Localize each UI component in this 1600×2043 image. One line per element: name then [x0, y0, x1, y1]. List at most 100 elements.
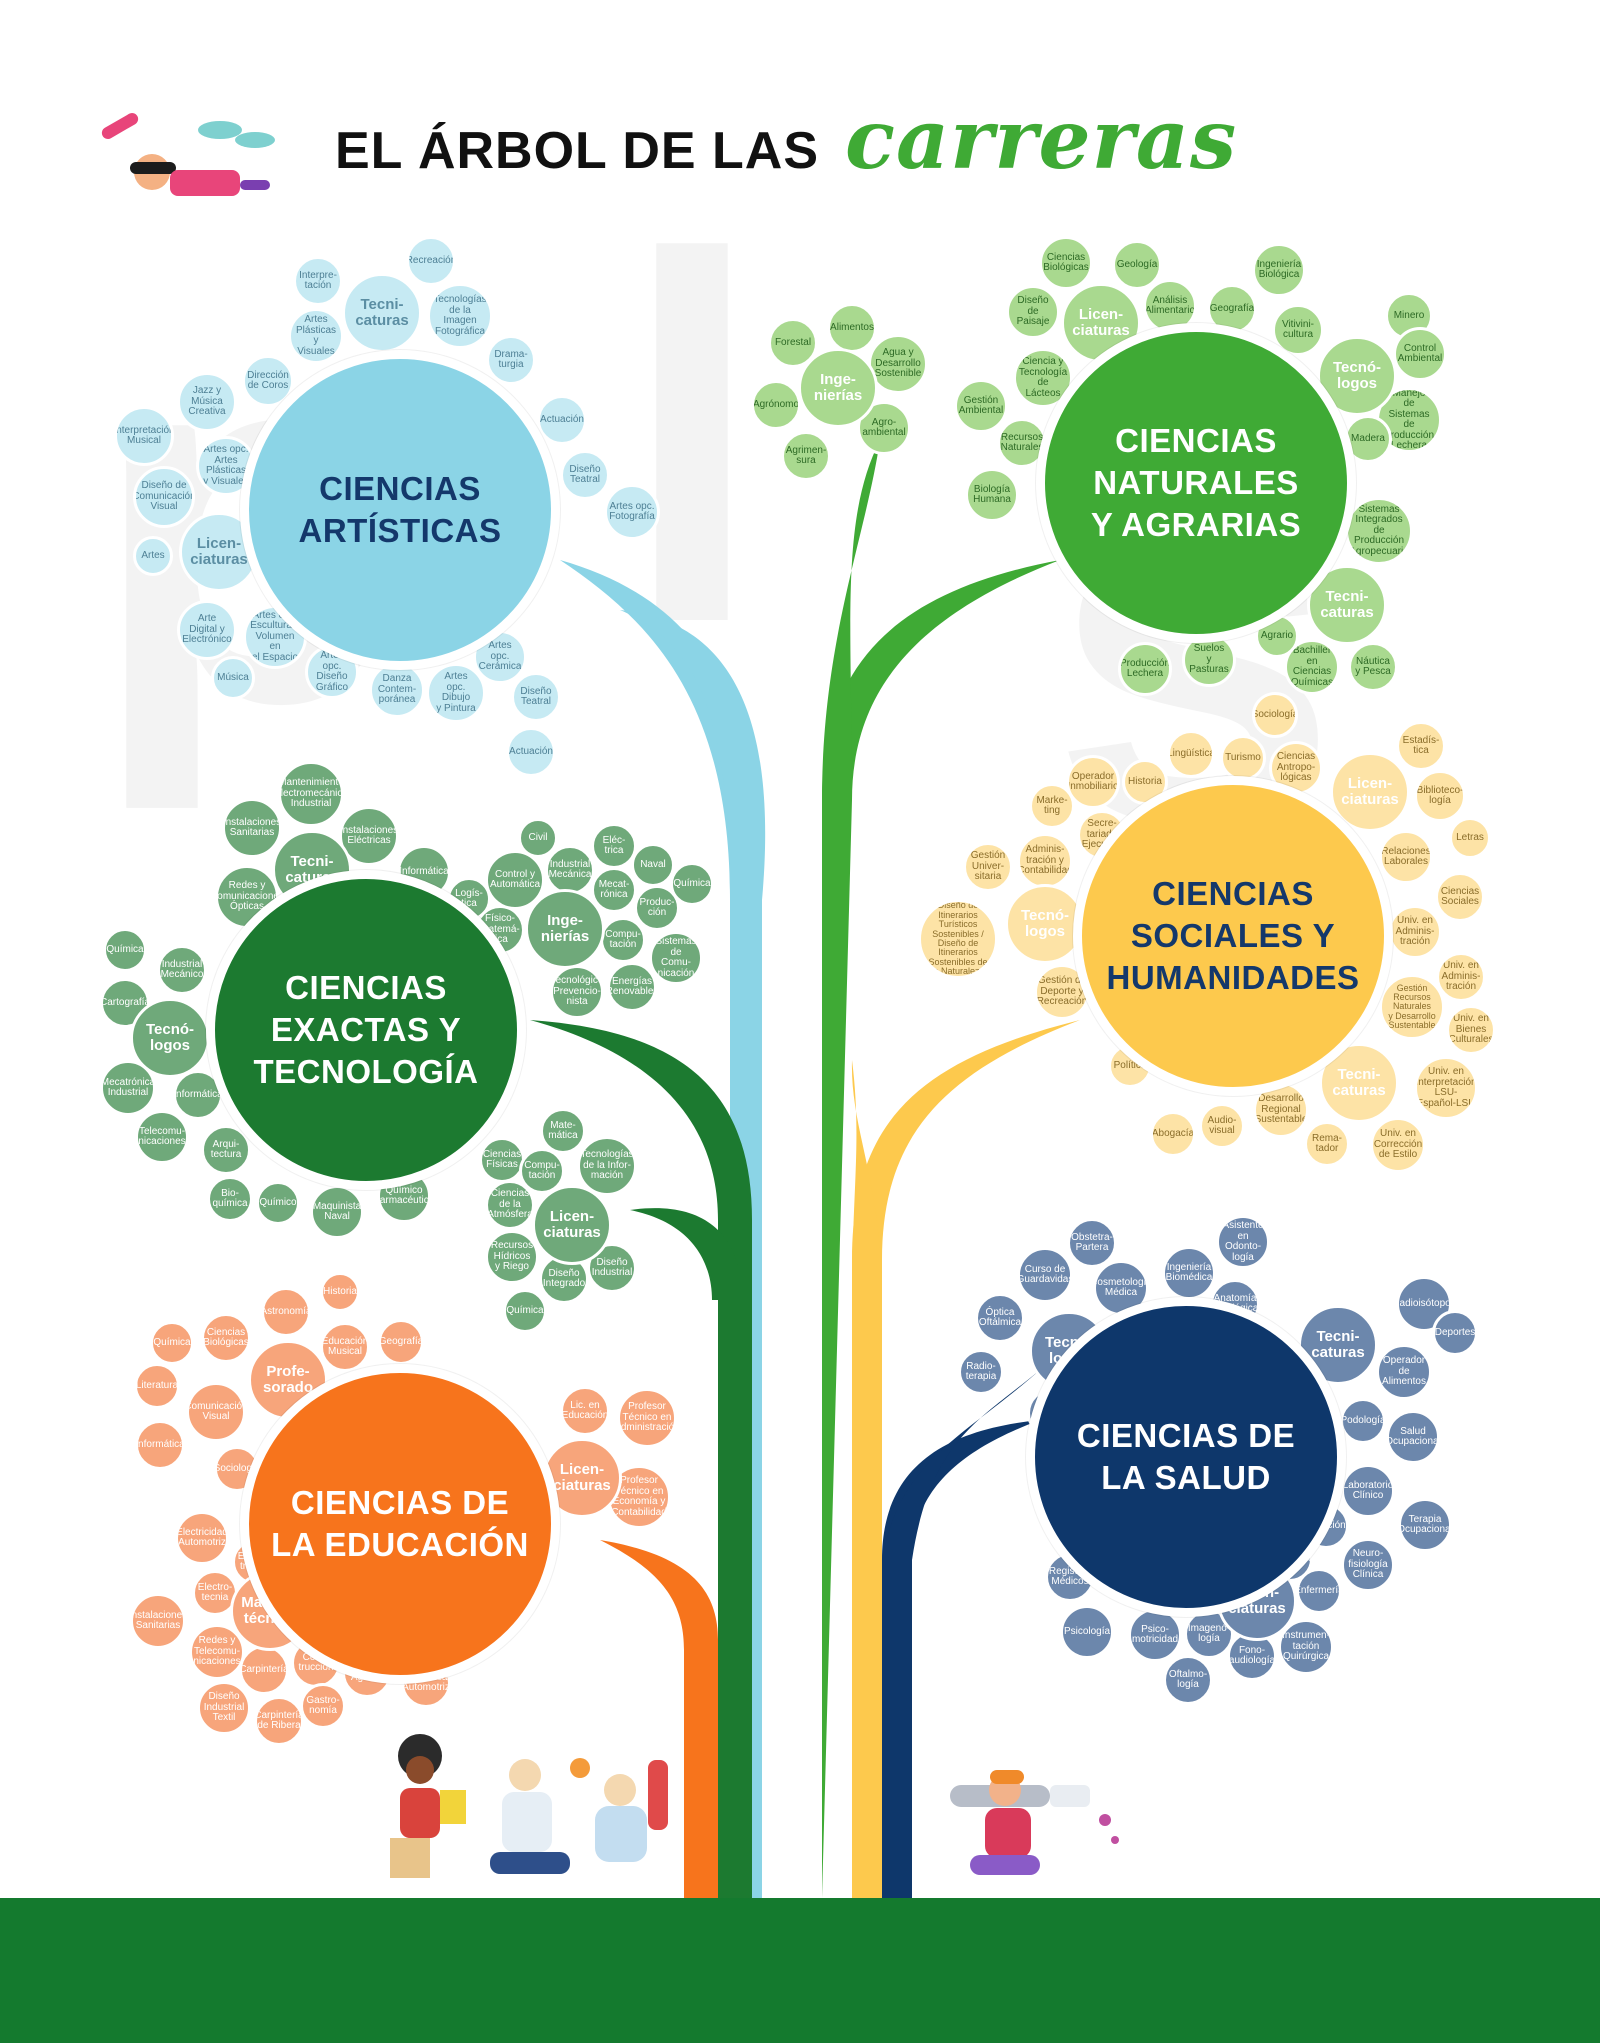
naturales-career-bubble: Biología Humana — [965, 468, 1019, 522]
educacion-career-bubble: Instalaciones Sanitarias — [130, 1593, 186, 1649]
sociales-career-bubble: Univ. en Bienes Culturales — [1446, 1005, 1496, 1055]
artisticas-career-bubble: Arte Digital y Electrónico — [177, 600, 237, 660]
watermark-glyph-2: l — [620, 150, 764, 731]
sociales-group-label: Licen- ciaturas — [1330, 752, 1410, 832]
salud-career-bubble: Laboratorio Clínico — [1341, 1464, 1395, 1518]
exactas-career-bubble: Mecat- rónica — [591, 867, 637, 913]
sociales-career-bubble: Marke- ting — [1029, 783, 1075, 829]
naturales-career-bubble: Ciencia y Tecnología de Lácteos — [1013, 348, 1073, 408]
educacion-career-bubble: Carpintería de Ribera — [254, 1696, 304, 1746]
artisticas-career-bubble: Tecnologías de la Imagen Fotográfica — [427, 283, 493, 349]
naturales-career-bubble: Geología — [1112, 240, 1162, 290]
exactas-career-bubble: Industrial Mecánico — [157, 945, 207, 995]
sociales-career-bubble: Adminis- tración y Contabilidad — [1017, 833, 1073, 889]
artisticas-career-bubble: Diseño Teatral — [560, 450, 610, 500]
exactas-main-circle: CIENCIAS EXACTAS Y TECNOLOGÍA — [206, 870, 526, 1190]
salud-career-bubble: Instrumen- tación Quirúrgica — [1278, 1619, 1334, 1675]
artisticas-career-bubble: Actuación — [506, 727, 556, 777]
sociales-career-bubble: Univ. en Interpretación LSU-Español-LSU — [1414, 1056, 1478, 1120]
sociales-main-circle: CIENCIAS SOCIALES Y HUMANIDADES — [1073, 776, 1393, 1096]
exactas-career-bubble: Produc- ción — [634, 885, 680, 931]
trunk-artisticas-fork — [620, 610, 766, 900]
scientist-legs — [970, 1855, 1040, 1875]
exactas-career-bubble: Química — [103, 928, 147, 972]
exactas-career-bubble: Energías Renovables — [607, 962, 657, 1012]
sociales-career-bubble: Gestión Univer- sitaria — [963, 842, 1013, 892]
sociales-career-bubble: Sociología — [1252, 692, 1298, 738]
artisticas-main-circle: CIENCIAS ARTÍSTICAS — [240, 350, 560, 670]
naturales-career-bubble: Náutica y Pesca — [1348, 642, 1398, 692]
exactas-career-bubble: Recursos Hídricos y Riego — [485, 1230, 539, 1284]
sociales-career-bubble: Relaciones Laborales — [1379, 830, 1433, 884]
naturales-career-bubble: Agrimen- sura — [781, 431, 831, 481]
naturales-career-bubble: Sistemas Integrados de Producción Agrope… — [1345, 497, 1413, 565]
person-3-hair — [648, 1760, 668, 1830]
educacion-group-label: Licen- ciaturas — [542, 1438, 622, 1518]
naturales-career-bubble: Producción Lechera — [1118, 642, 1172, 696]
page-title: EL ÁRBOL DE LAS carreras — [335, 92, 1237, 188]
exactas-career-bubble: Química — [503, 1289, 547, 1333]
educacion-career-bubble: Redes y Telecomu- nicaciones — [189, 1624, 245, 1680]
exactas-career-bubble: Ciencias de la Atmósfera — [485, 1180, 535, 1230]
sociales-career-bubble: Audio- visual — [1199, 1103, 1245, 1149]
sociales-career-bubble: Rema- tador — [1304, 1121, 1350, 1167]
scientist-body — [985, 1808, 1031, 1858]
salud-career-bubble: Oftalmo- logía — [1163, 1655, 1213, 1705]
naturales-career-bubble: Ciencias Biológicas — [1039, 236, 1093, 290]
sociales-career-bubble: Estadís- tica — [1396, 721, 1446, 771]
exactas-career-bubble: Naval — [631, 843, 675, 887]
salud-career-bubble: Podología — [1340, 1398, 1386, 1444]
salud-career-bubble: Neuro- fisiología Clínica — [1341, 1538, 1395, 1592]
title-main: EL ÁRBOL DE LAS — [335, 122, 820, 180]
trunk-sociales-fork — [851, 1060, 882, 1300]
scientist-hair — [990, 1770, 1024, 1784]
bubble-dot-1 — [1099, 1814, 1111, 1826]
exactas-career-bubble: Tecnológico Prevencio- nista — [550, 965, 604, 1019]
salud-career-bubble: Psico- motricidad — [1128, 1608, 1182, 1662]
exactas-career-bubble: Tecnologías de la Infor- mación — [577, 1136, 637, 1196]
book — [440, 1790, 466, 1824]
exactas-career-bubble: Arqui- tectura — [201, 1125, 251, 1175]
educacion-career-bubble: Lic. en Educación — [560, 1386, 610, 1436]
educacion-career-bubble: Literatura — [134, 1363, 180, 1409]
salud-career-bubble: Óptica Oftálmica — [975, 1293, 1025, 1343]
character-arm — [101, 113, 139, 139]
naturales-career-bubble: Ingeniería Biológica — [1252, 243, 1306, 297]
artisticas-career-bubble: Danza Contem- poránea — [369, 662, 425, 718]
salud-career-bubble: Radio- terapia — [958, 1349, 1004, 1395]
flying-character-illustration — [101, 113, 275, 196]
salud-career-bubble: Terapia Ocupacional — [1398, 1498, 1452, 1552]
artisticas-career-bubble: Recreación — [406, 236, 456, 286]
trunk-education — [600, 1540, 718, 1898]
sociales-career-bubble: Univ. en Corrección de Estilo — [1370, 1117, 1426, 1173]
artisticas-career-bubble: Artes opc. Dibujo y Pintura — [426, 663, 486, 723]
artisticas-career-bubble: Interpretación Musical — [114, 406, 174, 466]
trunk-sociales — [852, 1020, 1080, 1898]
sociales-career-bubble: Operador Inmobiliario — [1066, 755, 1120, 809]
person-3-face — [604, 1774, 636, 1806]
orange-fruit — [570, 1758, 590, 1778]
naturales-career-bubble: Alimentos — [827, 303, 877, 353]
sociales-career-bubble: Univ. en Adminis- tración — [1436, 952, 1486, 1002]
exactas-career-bubble: Bio- química — [207, 1176, 253, 1222]
exactas-career-bubble: Telecomu- nicaciones — [135, 1110, 189, 1164]
trunk-naturales-fork — [822, 440, 880, 800]
exactas-career-bubble: Mecatrónica Industrial — [100, 1060, 156, 1116]
exactas-career-bubble: Químico — [256, 1181, 300, 1225]
sociales-career-bubble: Univ. en Adminis- tración — [1388, 905, 1442, 959]
educacion-career-bubble: Profesor Técnico en Administración — [617, 1388, 677, 1448]
artisticas-career-bubble: Diseño Teatral — [511, 672, 561, 722]
chair — [390, 1838, 430, 1878]
exactas-career-bubble: Sistemas de Comu- nicación — [649, 931, 703, 985]
salud-career-bubble: Psicología — [1060, 1605, 1114, 1659]
sociales-career-bubble: Gestión Recursos Naturales y Desarrollo … — [1379, 974, 1445, 1040]
salud-career-bubble: Curso de Guardavidas — [1017, 1247, 1073, 1303]
educacion-career-bubble: Geografía — [378, 1319, 424, 1365]
exactas-group-label: Licen- ciaturas — [532, 1185, 612, 1265]
person-1-shirt — [400, 1788, 440, 1838]
educacion-career-bubble: Comunicación Visual — [186, 1382, 246, 1442]
educacion-career-bubble: Astronomía — [261, 1287, 311, 1337]
artisticas-career-bubble: Jazz y Música Creativa — [177, 372, 237, 432]
artisticas-career-bubble: Interpre- tación — [293, 256, 343, 306]
